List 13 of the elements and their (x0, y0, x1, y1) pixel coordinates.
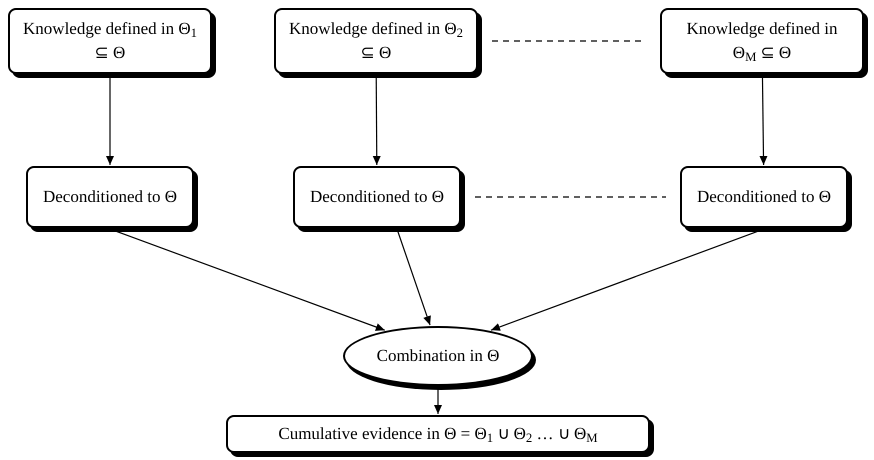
node-text: Knowledge defined in Θ$_{2}$ ⊆ Θ (288, 18, 464, 64)
node-text: Knowledge defined in Θ$_{1}$ ⊆ Θ (22, 18, 198, 64)
dashed-line (475, 196, 666, 198)
arrow (759, 75, 768, 165)
node-text: Deconditioned to Θ (696, 186, 832, 208)
node-text: Cumulative evidence in Θ = Θ$_{1}$ ∪ Θ$_{2}$ … ∪ Θ$_{M}$ (278, 423, 598, 446)
node-text: Deconditioned to Θ (310, 186, 444, 208)
arrow (106, 75, 114, 165)
node-text: Combination in Θ (376, 345, 500, 367)
node-text: Knowledge defined in Θ$_{M}$ ⊆ Θ (685, 18, 839, 65)
arrow (372, 75, 381, 165)
arrow (434, 387, 442, 414)
node-text: Deconditioned to Θ (42, 186, 178, 208)
